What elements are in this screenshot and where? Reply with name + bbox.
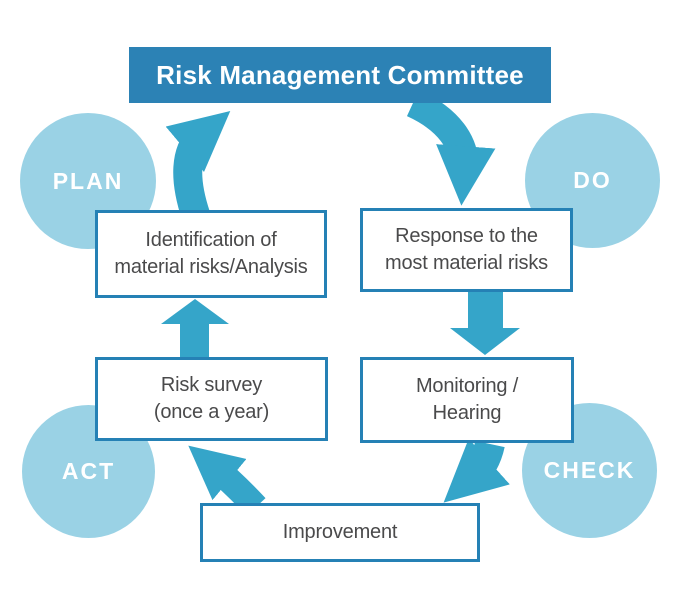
do-label: DO (573, 167, 612, 193)
plan-circle: PLAN (20, 113, 156, 249)
response-line1: Response to the (395, 225, 538, 247)
arrow-improvement-to-risk-survey (188, 445, 266, 516)
arrow-response-to-monitoring (450, 291, 520, 355)
response-box: Response to the most material risks (360, 208, 573, 292)
monitoring-line1: Monitoring / (415, 375, 519, 397)
monitoring-line2: Hearing (432, 402, 502, 424)
improvement-line1: Improvement (282, 521, 398, 543)
committee-title: Risk Management Committee (156, 59, 524, 90)
risk-survey-line2: (once a year) (153, 401, 270, 423)
arrow-committee-to-response (406, 89, 496, 206)
risk-survey-line1: Risk survey (160, 374, 263, 396)
plan-label: PLAN (52, 167, 124, 194)
arrow-identification-to-committee (165, 110, 231, 221)
arrow-risk-survey-to-identification (161, 299, 229, 358)
identification-line1: Identification of (145, 229, 277, 251)
response-line2: most material risks (385, 252, 548, 274)
act-label: ACT (61, 458, 116, 484)
improvement-box: Improvement (200, 503, 480, 562)
check-label: CHECK (543, 457, 636, 483)
risk-survey-box: Risk survey (once a year) (95, 357, 328, 441)
identification-box: Identification of material risks/Analysi… (95, 210, 327, 298)
committee-header-banner: Risk Management Committee (129, 47, 551, 103)
identification-line2: material risks/Analysis (114, 256, 308, 278)
arrow-monitoring-to-improvement (443, 438, 510, 503)
monitoring-box: Monitoring / Hearing (360, 357, 574, 443)
act-circle: ACT (22, 405, 155, 538)
